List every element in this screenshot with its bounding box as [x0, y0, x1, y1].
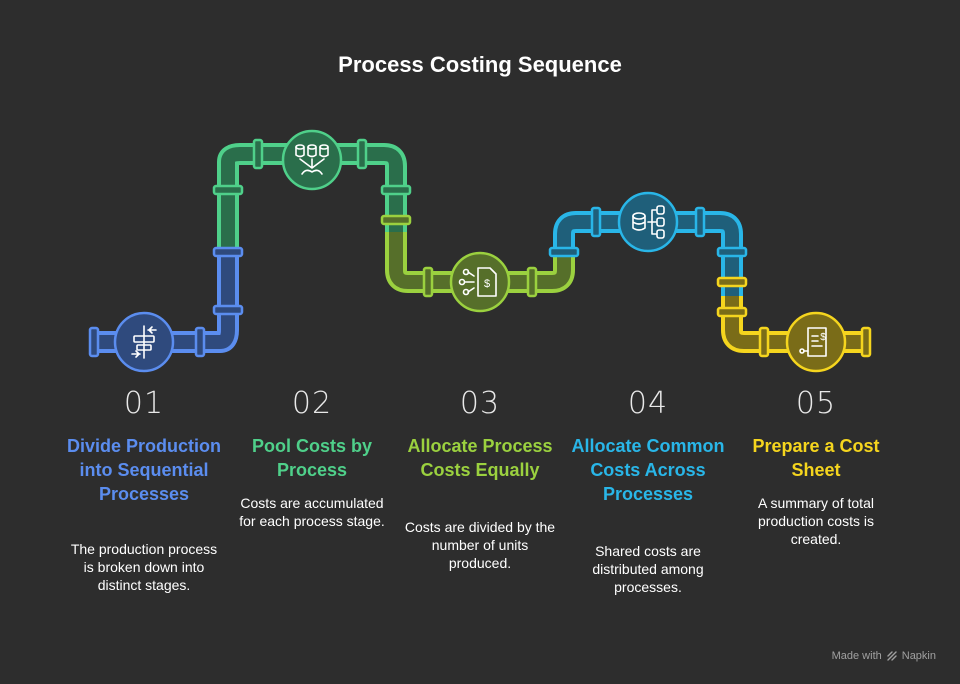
branch-dollar-icon: $: [458, 267, 497, 297]
step-number: 01: [123, 386, 165, 421]
pipe-coupling: [88, 326, 100, 358]
pipe-coupling: [716, 246, 748, 258]
pipe-coupling: [590, 206, 602, 238]
step-heading: Allocate Common Costs Across Processes: [571, 436, 725, 504]
step-heading: Allocate Process Costs Equally: [407, 436, 553, 480]
database-tree-icon: [632, 205, 665, 239]
svg-text:$: $: [820, 332, 826, 343]
pipe-coupling: [252, 138, 264, 170]
pipe-coupling: [758, 326, 770, 358]
pipe-coupling: [694, 206, 706, 238]
pipe-coupling: [380, 214, 412, 226]
pipe-coupling: [716, 276, 748, 288]
step-number: 02: [291, 386, 333, 421]
step-number: 04: [627, 386, 669, 421]
step-heading: Prepare a Cost Sheet: [752, 436, 880, 480]
step-description: A summary of total production costs is c…: [758, 495, 874, 547]
napkin-logo-icon: [887, 651, 897, 661]
pipe-coupling: [860, 326, 872, 358]
made-with-badge[interactable]: Made with Napkin: [832, 650, 936, 662]
page-title: Process Costing Sequence: [338, 52, 622, 77]
pipe-coupling: [548, 246, 580, 258]
pipe-coupling: [356, 138, 368, 170]
pipe-coupling: [212, 246, 244, 258]
step-number: 03: [459, 386, 501, 421]
pipe-coupling: [422, 266, 434, 298]
pipe-coupling: [212, 184, 244, 196]
arrows-align-icon: [131, 325, 157, 359]
step-description: The production process is broken down in…: [70, 541, 218, 593]
pipe-coupling: [380, 184, 412, 196]
pipe-coupling: [716, 306, 748, 318]
pipe-coupling: [526, 266, 538, 298]
cost-sheet-icon: $: [799, 327, 827, 357]
step-5-node: [785, 311, 847, 373]
database-merge-icon: [295, 144, 329, 175]
step-heading: Pool Costs by Process: [251, 436, 372, 480]
pipe-coupling: [194, 326, 206, 358]
step-number: 05: [795, 386, 837, 421]
step-description: Shared costs are distributed among proce…: [592, 543, 704, 595]
brand-label: Napkin: [901, 650, 936, 662]
made-with-label: Made with: [831, 650, 882, 662]
step-heading: Divide Production into Sequential Proces…: [66, 436, 221, 504]
step-description: Costs are divided by the number of units…: [404, 519, 556, 571]
svg-text:$: $: [484, 278, 490, 290]
step-description: Costs are accumulated for each process s…: [239, 495, 385, 529]
pipe-coupling: [212, 304, 244, 316]
